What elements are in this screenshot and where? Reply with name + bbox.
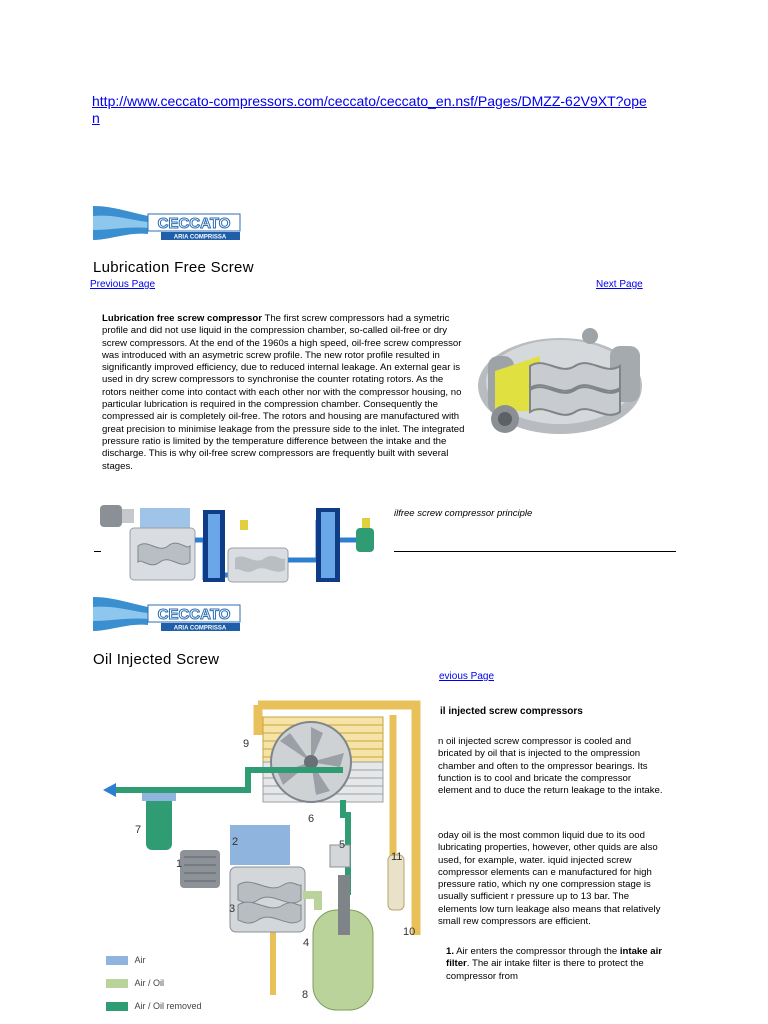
oil-injected-heading: il injected screw compressors: [440, 706, 583, 717]
ceccato-logo: CECCATO ARIA COMPRISSA: [93, 204, 241, 242]
divider-left: [94, 551, 101, 552]
section-title-oil-injected: Oil Injected Screw: [93, 651, 219, 668]
oil-injected-step-1: 1. Air enters the compressor through the…: [446, 946, 666, 983]
svg-text:6: 6: [308, 813, 314, 825]
logo-brand: CECCATO: [158, 606, 231, 623]
logo-tagline: ARIA COMPRISSA: [174, 626, 227, 632]
logo-brand: CECCATO: [158, 215, 231, 232]
previous-page-link[interactable]: Previous Page: [90, 279, 155, 290]
screw-compressor-cutaway-illustration: [470, 316, 650, 448]
lubrication-free-paragraph: Lubrication free screw compressor The fi…: [102, 313, 466, 473]
oilfree-principle-diagram: [100, 500, 390, 590]
legend-air-oil: Air / Oil: [106, 978, 164, 988]
body-text: The first screw compressors had a symetr…: [102, 313, 464, 472]
svg-text:5: 5: [339, 839, 345, 851]
previous-page-link[interactable]: evious Page: [439, 671, 494, 682]
legend-air-oil-removed: Air / Oil removed: [106, 1001, 202, 1011]
source-link[interactable]: http://www.ceccato-compressors.com/cecca…: [92, 93, 652, 127]
next-page-link[interactable]: Next Page: [596, 279, 643, 290]
svg-text:2: 2: [232, 836, 238, 848]
oil-injected-paragraph-2: oday oil is the most common liquid due t…: [438, 830, 666, 928]
logo-tagline: ARIA COMPRISSA: [174, 235, 227, 241]
svg-text:4: 4: [303, 937, 309, 949]
section-title-lubrication-free: Lubrication Free Screw: [93, 259, 254, 276]
oil-injected-paragraph-1: n oil injected screw compressor is coole…: [438, 736, 666, 797]
legend-air: Air: [106, 955, 146, 965]
svg-text:11: 11: [391, 851, 402, 863]
divider-right: [394, 551, 676, 552]
svg-text:7: 7: [135, 824, 141, 836]
svg-text:10: 10: [403, 926, 415, 938]
step-number: 1.: [446, 946, 454, 957]
oilfree-caption: ilfree screw compressor principle: [394, 508, 532, 519]
oil-injected-compressor-diagram: 9 6 7 2 5 1 11 3 4 10 8: [98, 695, 428, 1024]
svg-text:3: 3: [229, 903, 235, 915]
svg-text:9: 9: [243, 738, 249, 750]
ceccato-logo: CECCATO ARIA COMPRISSA: [93, 595, 241, 633]
lead-text: Lubrication free screw compressor: [102, 313, 262, 324]
svg-text:8: 8: [302, 989, 308, 1001]
svg-text:1: 1: [176, 858, 182, 870]
